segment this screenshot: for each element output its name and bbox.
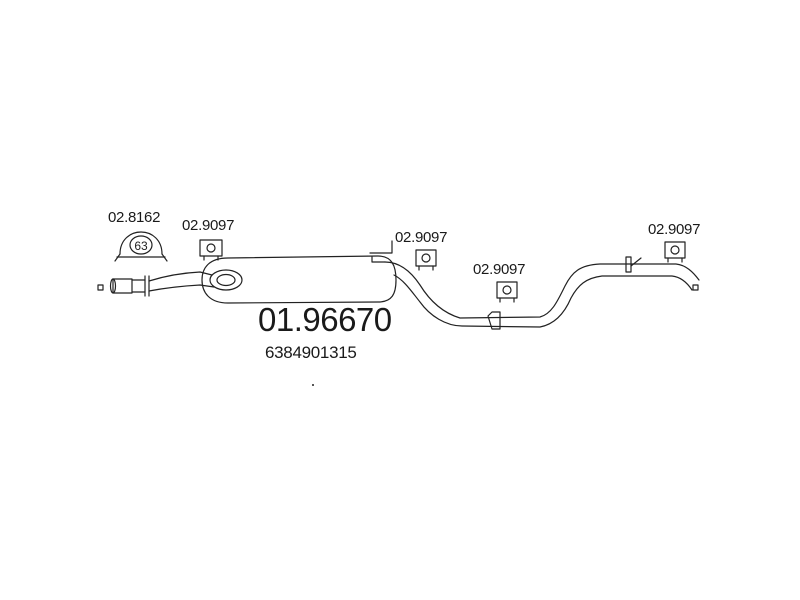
- end-marker-right: [692, 284, 699, 291]
- hanger-part-number-4: 02.9097: [648, 221, 701, 238]
- rubber-hanger-4: [664, 241, 686, 263]
- rubber-hanger-2: [415, 249, 437, 271]
- rear-muffler: [201, 255, 397, 304]
- hanger-part-number-2: 02.9097: [395, 229, 448, 246]
- stray-dot: [312, 384, 314, 386]
- end-marker-left: [97, 284, 104, 291]
- hanger-part-number-1: 02.9097: [182, 217, 235, 234]
- main-part-number: 01.96670: [258, 301, 392, 338]
- clamp-size-label: 63: [134, 239, 148, 253]
- rubber-hanger-1: [199, 239, 223, 261]
- tail-pipe: [369, 240, 700, 330]
- exhaust-clamp: [114, 231, 168, 262]
- hanger-part-number-3: 02.9097: [473, 261, 526, 278]
- front-connector-pipe: [109, 271, 215, 297]
- clamp-part-number: 02.8162: [108, 209, 161, 226]
- rubber-hanger-3: [496, 281, 518, 303]
- oem-part-number: 6384901315: [265, 343, 357, 362]
